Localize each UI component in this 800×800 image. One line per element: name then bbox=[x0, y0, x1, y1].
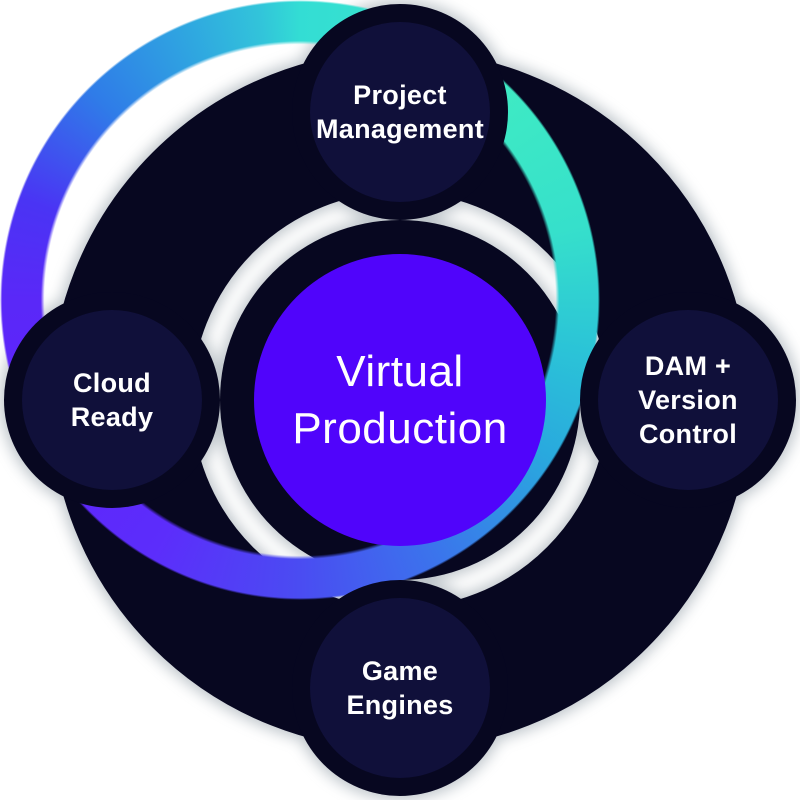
node-label-line: DAM + bbox=[644, 351, 732, 381]
center-label-line: Virtual bbox=[336, 347, 464, 396]
node-label-line: Project bbox=[353, 80, 447, 110]
node-label-line: Engines bbox=[346, 690, 454, 720]
node-label-line: Cloud bbox=[73, 368, 151, 398]
node-dam-version-control: DAM + Version Control bbox=[598, 310, 778, 490]
node-label-line: Control bbox=[638, 419, 738, 449]
node-game-engines: Game Engines bbox=[310, 598, 490, 778]
node-label-line: Version bbox=[638, 385, 738, 415]
node-label-line: Management bbox=[315, 114, 485, 144]
node-label-line: Ready bbox=[70, 402, 154, 432]
node-project-management: Project Management bbox=[310, 22, 490, 202]
node-cloud-ready: Cloud Ready bbox=[22, 310, 202, 490]
center-circle: Virtual Production bbox=[254, 254, 546, 546]
node-label-line: Game bbox=[361, 656, 439, 686]
center-label-line: Production bbox=[292, 404, 508, 453]
